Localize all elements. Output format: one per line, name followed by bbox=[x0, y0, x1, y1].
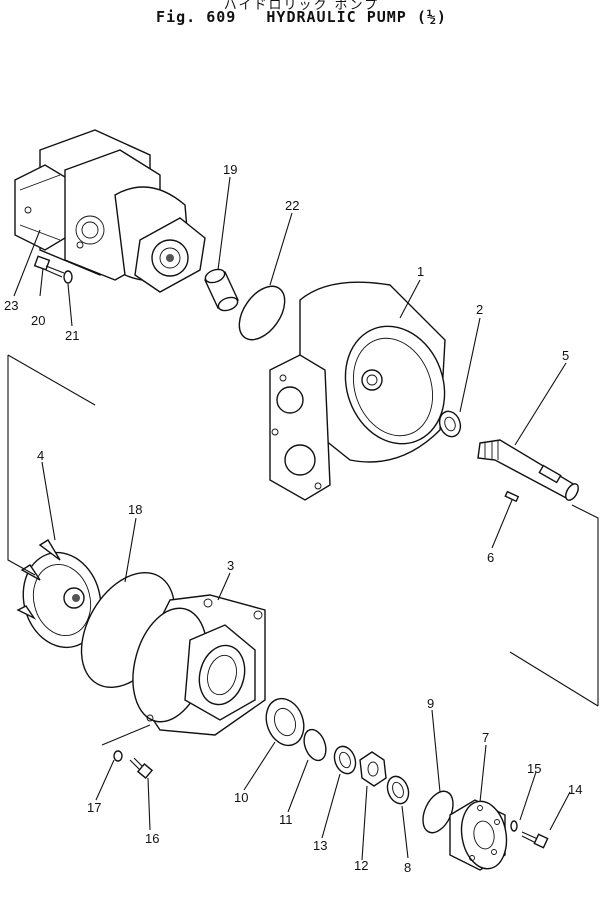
callout-16: 16 bbox=[145, 831, 159, 846]
flange-4 bbox=[16, 539, 102, 649]
callout-17: 17 bbox=[87, 800, 101, 815]
washer-21 bbox=[63, 270, 73, 284]
bearing-2 bbox=[438, 410, 462, 438]
leader-lines bbox=[13, 176, 571, 861]
callout-4: 4 bbox=[37, 448, 44, 463]
callout-19: 19 bbox=[223, 162, 237, 177]
bolt-16 bbox=[129, 757, 154, 780]
key-6 bbox=[504, 490, 520, 503]
seal-11 bbox=[303, 728, 327, 762]
callout-18: 18 bbox=[128, 502, 142, 517]
callout-9: 9 bbox=[427, 696, 434, 711]
japanese-title: ハイドロリック ポンプ bbox=[223, 0, 380, 13]
bearing-10 bbox=[265, 697, 305, 747]
callout-6: 6 bbox=[487, 550, 494, 565]
callout-20: 20 bbox=[31, 313, 45, 328]
nut-12 bbox=[359, 751, 387, 787]
callout-7: 7 bbox=[482, 730, 489, 745]
bolt-14 bbox=[521, 831, 549, 849]
flange-7 bbox=[449, 799, 508, 871]
figure-number: Fig. 609 bbox=[156, 8, 237, 26]
callout-1: 1 bbox=[417, 264, 424, 279]
callout-10: 10 bbox=[234, 790, 248, 805]
callout-15: 15 bbox=[527, 761, 541, 776]
callout-2: 2 bbox=[476, 302, 483, 317]
housing-1 bbox=[269, 281, 446, 501]
figure-title: Fig. 609 HYDRAULIC PUMP (½) bbox=[0, 8, 603, 26]
cover-3 bbox=[132, 594, 266, 736]
callout-21: 21 bbox=[65, 328, 79, 343]
callout-11: 11 bbox=[279, 812, 293, 827]
seal-8 bbox=[386, 775, 410, 805]
callout-23: 23 bbox=[4, 298, 18, 313]
figure-sheet: (½) bbox=[416, 8, 447, 26]
callout-8: 8 bbox=[404, 860, 411, 875]
callout-13: 13 bbox=[313, 838, 327, 853]
callout-14: 14 bbox=[568, 782, 582, 797]
figure-name: HYDRAULIC PUMP bbox=[266, 8, 407, 26]
lock-washer-13 bbox=[333, 745, 357, 775]
washer-17 bbox=[113, 750, 123, 762]
callout-5: 5 bbox=[562, 348, 569, 363]
bolt-20 bbox=[33, 255, 65, 278]
shaft-5 bbox=[477, 439, 579, 502]
washer-15 bbox=[510, 820, 518, 832]
gear-pump-assembly bbox=[14, 129, 206, 293]
o-ring-22 bbox=[238, 285, 286, 341]
reference-lines bbox=[7, 354, 599, 746]
bushing-19 bbox=[204, 268, 239, 312]
callout-labels: 1 2 3 4 5 6 7 8 9 10 11 12 13 14 15 16 1… bbox=[4, 162, 582, 875]
callout-12: 12 bbox=[354, 858, 368, 873]
callout-22: 22 bbox=[285, 198, 299, 213]
callout-3: 3 bbox=[227, 558, 234, 573]
